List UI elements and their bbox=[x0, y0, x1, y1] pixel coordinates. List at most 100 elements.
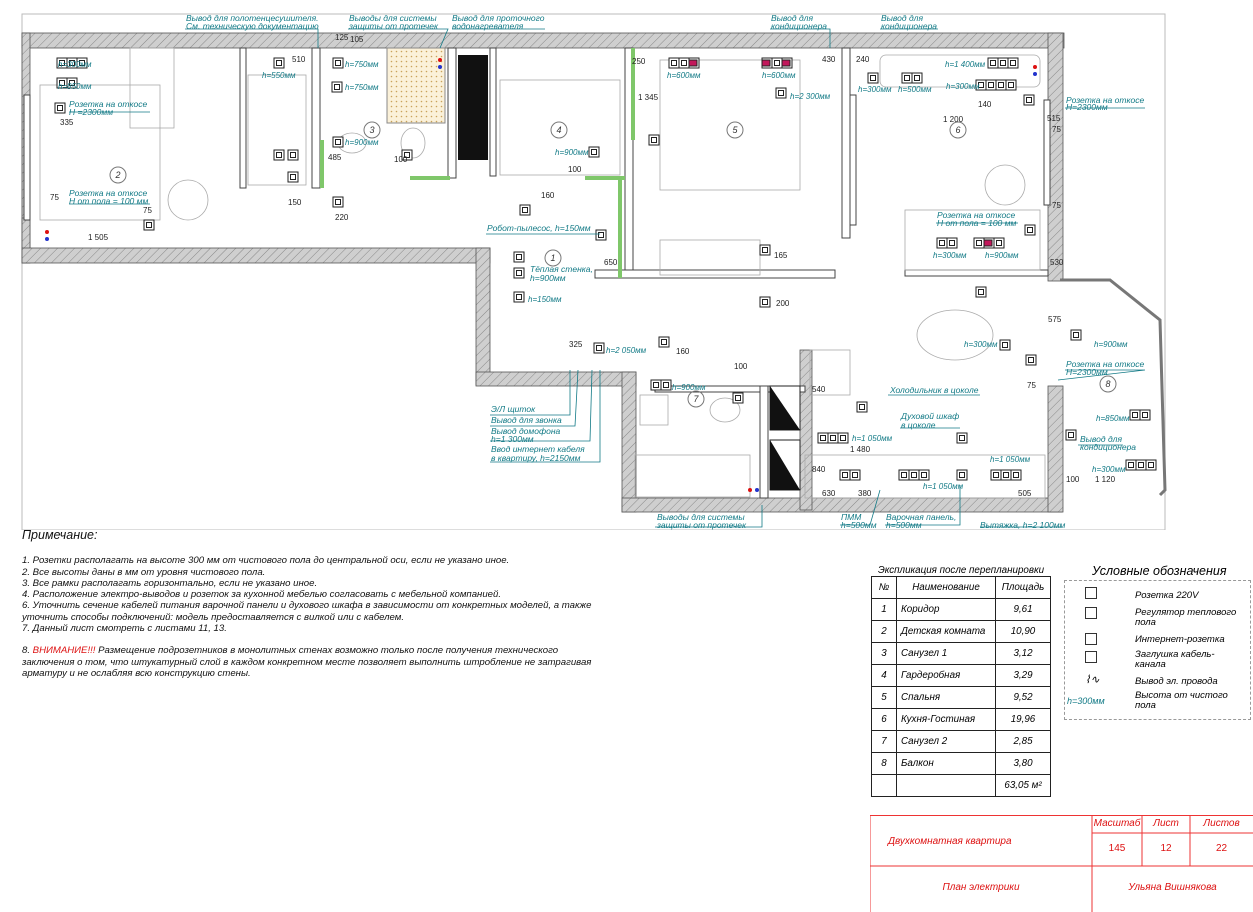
height-label: h=1 400мм bbox=[945, 60, 986, 69]
cell: Кухня-Гостиная bbox=[896, 708, 996, 731]
legend-item: Розетка 220V bbox=[1135, 590, 1199, 601]
room-7-number: 7 bbox=[693, 394, 699, 404]
legend-height-sample: h=300мм bbox=[1067, 696, 1105, 706]
height-label: h=850мм bbox=[58, 82, 92, 91]
callout-leak-top-2: защиты от протечек bbox=[348, 21, 439, 31]
dim: 75 bbox=[143, 206, 152, 215]
callout-heater-2: водонагревателя bbox=[452, 21, 524, 31]
stamp-sheet-value: 12 bbox=[1160, 843, 1172, 854]
stamp-drawing: План электрики bbox=[942, 882, 1020, 893]
room-1-number: 1 bbox=[550, 253, 555, 263]
note-item: 2. Все высоты даны в мм от уровня чистов… bbox=[22, 566, 266, 578]
stamp-author: Ульяна Вишнякова bbox=[1128, 882, 1217, 893]
callout-leak-top: Выводы для системы bbox=[349, 13, 437, 23]
cell: 2,85 bbox=[995, 730, 1051, 753]
callout-inet-h: в квартиру, h=2150мм bbox=[491, 453, 581, 463]
dim: 380 bbox=[858, 489, 872, 498]
cell: Детская комната bbox=[896, 620, 996, 643]
dim: 335 bbox=[60, 118, 74, 127]
notes-block: Примечание: 1. Розетки располагать на вы… bbox=[22, 528, 602, 679]
callout-slope2: Розетка на откосе bbox=[69, 188, 147, 198]
legend-item: Интернет-розетка bbox=[1135, 634, 1225, 645]
callout-intercom-h: h=1 300мм bbox=[491, 434, 534, 444]
height-label: h=750мм bbox=[345, 83, 379, 92]
room-4-number: 4 bbox=[556, 125, 561, 135]
callout-towel: Вывод для полотенцесушителя. bbox=[186, 13, 318, 23]
callout-hob: Варочная панель, bbox=[886, 512, 956, 522]
explication-table: Экспликация после перепланировки № Наиме… bbox=[871, 566, 1051, 797]
height-label: h=900мм bbox=[555, 148, 589, 157]
dim: 630 bbox=[822, 489, 836, 498]
height-labels: h=300мм h=850мм h=550мм h=750мм h=750мм … bbox=[58, 60, 1130, 491]
callout-bell: Вывод для звонка bbox=[491, 415, 562, 425]
height-label: h=850мм bbox=[1096, 414, 1130, 423]
shower-area bbox=[386, 47, 446, 124]
dim: 515 bbox=[1047, 114, 1061, 123]
dim: 325 bbox=[569, 340, 583, 349]
cell: 9,61 bbox=[995, 598, 1051, 621]
legend-item: Заглушка кабель-канала bbox=[1135, 649, 1215, 670]
cell: Коридор bbox=[896, 598, 996, 621]
height-label: h=750мм bbox=[345, 60, 379, 69]
callout-intercom: Вывод домофона bbox=[491, 426, 561, 436]
note-warning-text: Размещение подрозетников в монолитных ст… bbox=[22, 645, 592, 679]
height-label: h=300мм bbox=[858, 85, 892, 94]
cell: 3,12 bbox=[995, 642, 1051, 665]
note-warning-prefix: 8. bbox=[22, 645, 33, 657]
windows bbox=[23, 94, 1167, 497]
cell: 7 bbox=[871, 730, 897, 753]
callout-slope3: Розетка на откосе bbox=[1066, 95, 1144, 105]
height-label: h=300мм bbox=[933, 251, 967, 260]
note-item: 6. Уточнить сечение кабелей питания варо… bbox=[22, 600, 592, 623]
cell: Спальня bbox=[896, 686, 996, 709]
cell: 10,90 bbox=[995, 620, 1051, 643]
callout-leak-bottom-2: защиты от протечек bbox=[656, 520, 747, 530]
callout-hob-h: h=500мм bbox=[886, 520, 922, 530]
note-warning-word: ВНИМАНИЕ!!! bbox=[32, 645, 96, 657]
dim: 75 bbox=[50, 193, 59, 202]
exterior-walls bbox=[21, 32, 1065, 513]
callout-hood: Вытяжка, h=2 100мм bbox=[980, 520, 1066, 530]
height-label: h=300мм bbox=[1092, 465, 1126, 474]
dim: 100 bbox=[734, 362, 748, 371]
dim: 1 505 bbox=[88, 233, 109, 242]
height-label: h=300мм bbox=[964, 340, 998, 349]
height-label: h=2 300мм bbox=[790, 92, 831, 101]
callout-leak-bottom: Выводы для системы bbox=[657, 512, 745, 522]
dim: 485 bbox=[328, 153, 342, 162]
dim: 540 bbox=[812, 385, 826, 394]
legend-item: Регулятор теплового пола bbox=[1135, 607, 1237, 628]
callout-inet: Ввод интернет кабеля bbox=[491, 444, 585, 454]
height-label: h=300мм bbox=[58, 60, 92, 69]
note-item: 4. Расположение электро-выводов и розето… bbox=[22, 589, 501, 601]
callout-slope1-h: H =2300мм bbox=[69, 107, 113, 117]
cell: 2 bbox=[871, 620, 897, 643]
callout-warmwall: Тёплая стенка, bbox=[530, 264, 593, 274]
dim: 575 bbox=[1048, 315, 1062, 324]
height-label: h=1 050мм bbox=[923, 482, 964, 491]
red-sockets bbox=[688, 59, 993, 247]
dim: 160 bbox=[541, 191, 555, 200]
dim: 530 bbox=[1050, 258, 1064, 267]
explication-header-name: Наименование bbox=[896, 576, 996, 599]
room-2-number: 2 bbox=[114, 170, 120, 180]
height-label: h=900мм bbox=[672, 383, 706, 392]
height-label: h=550мм bbox=[262, 71, 296, 80]
callout-oven: Духовой шкаф bbox=[900, 411, 959, 421]
callout-slope5: Розетка на откосе bbox=[1066, 359, 1144, 369]
sheet-frame bbox=[21, 13, 1166, 530]
notes-title: Примечание: bbox=[22, 528, 98, 542]
dim: 75 bbox=[1052, 125, 1061, 134]
dim: 150 bbox=[288, 198, 302, 207]
callout-fridge: Холодильник в цоколе bbox=[889, 385, 979, 395]
legend-item: Вывод эл. провода bbox=[1135, 676, 1218, 687]
legend-item: Высота от чистого пола bbox=[1135, 690, 1228, 711]
height-label: h=150мм bbox=[528, 295, 562, 304]
dim: 220 bbox=[335, 213, 349, 222]
callout-dishwasher: ПММ bbox=[841, 512, 862, 522]
dim: 105 bbox=[350, 35, 364, 44]
dim: 100 bbox=[1066, 475, 1080, 484]
floor-heating-regulator-icon bbox=[1085, 607, 1097, 619]
